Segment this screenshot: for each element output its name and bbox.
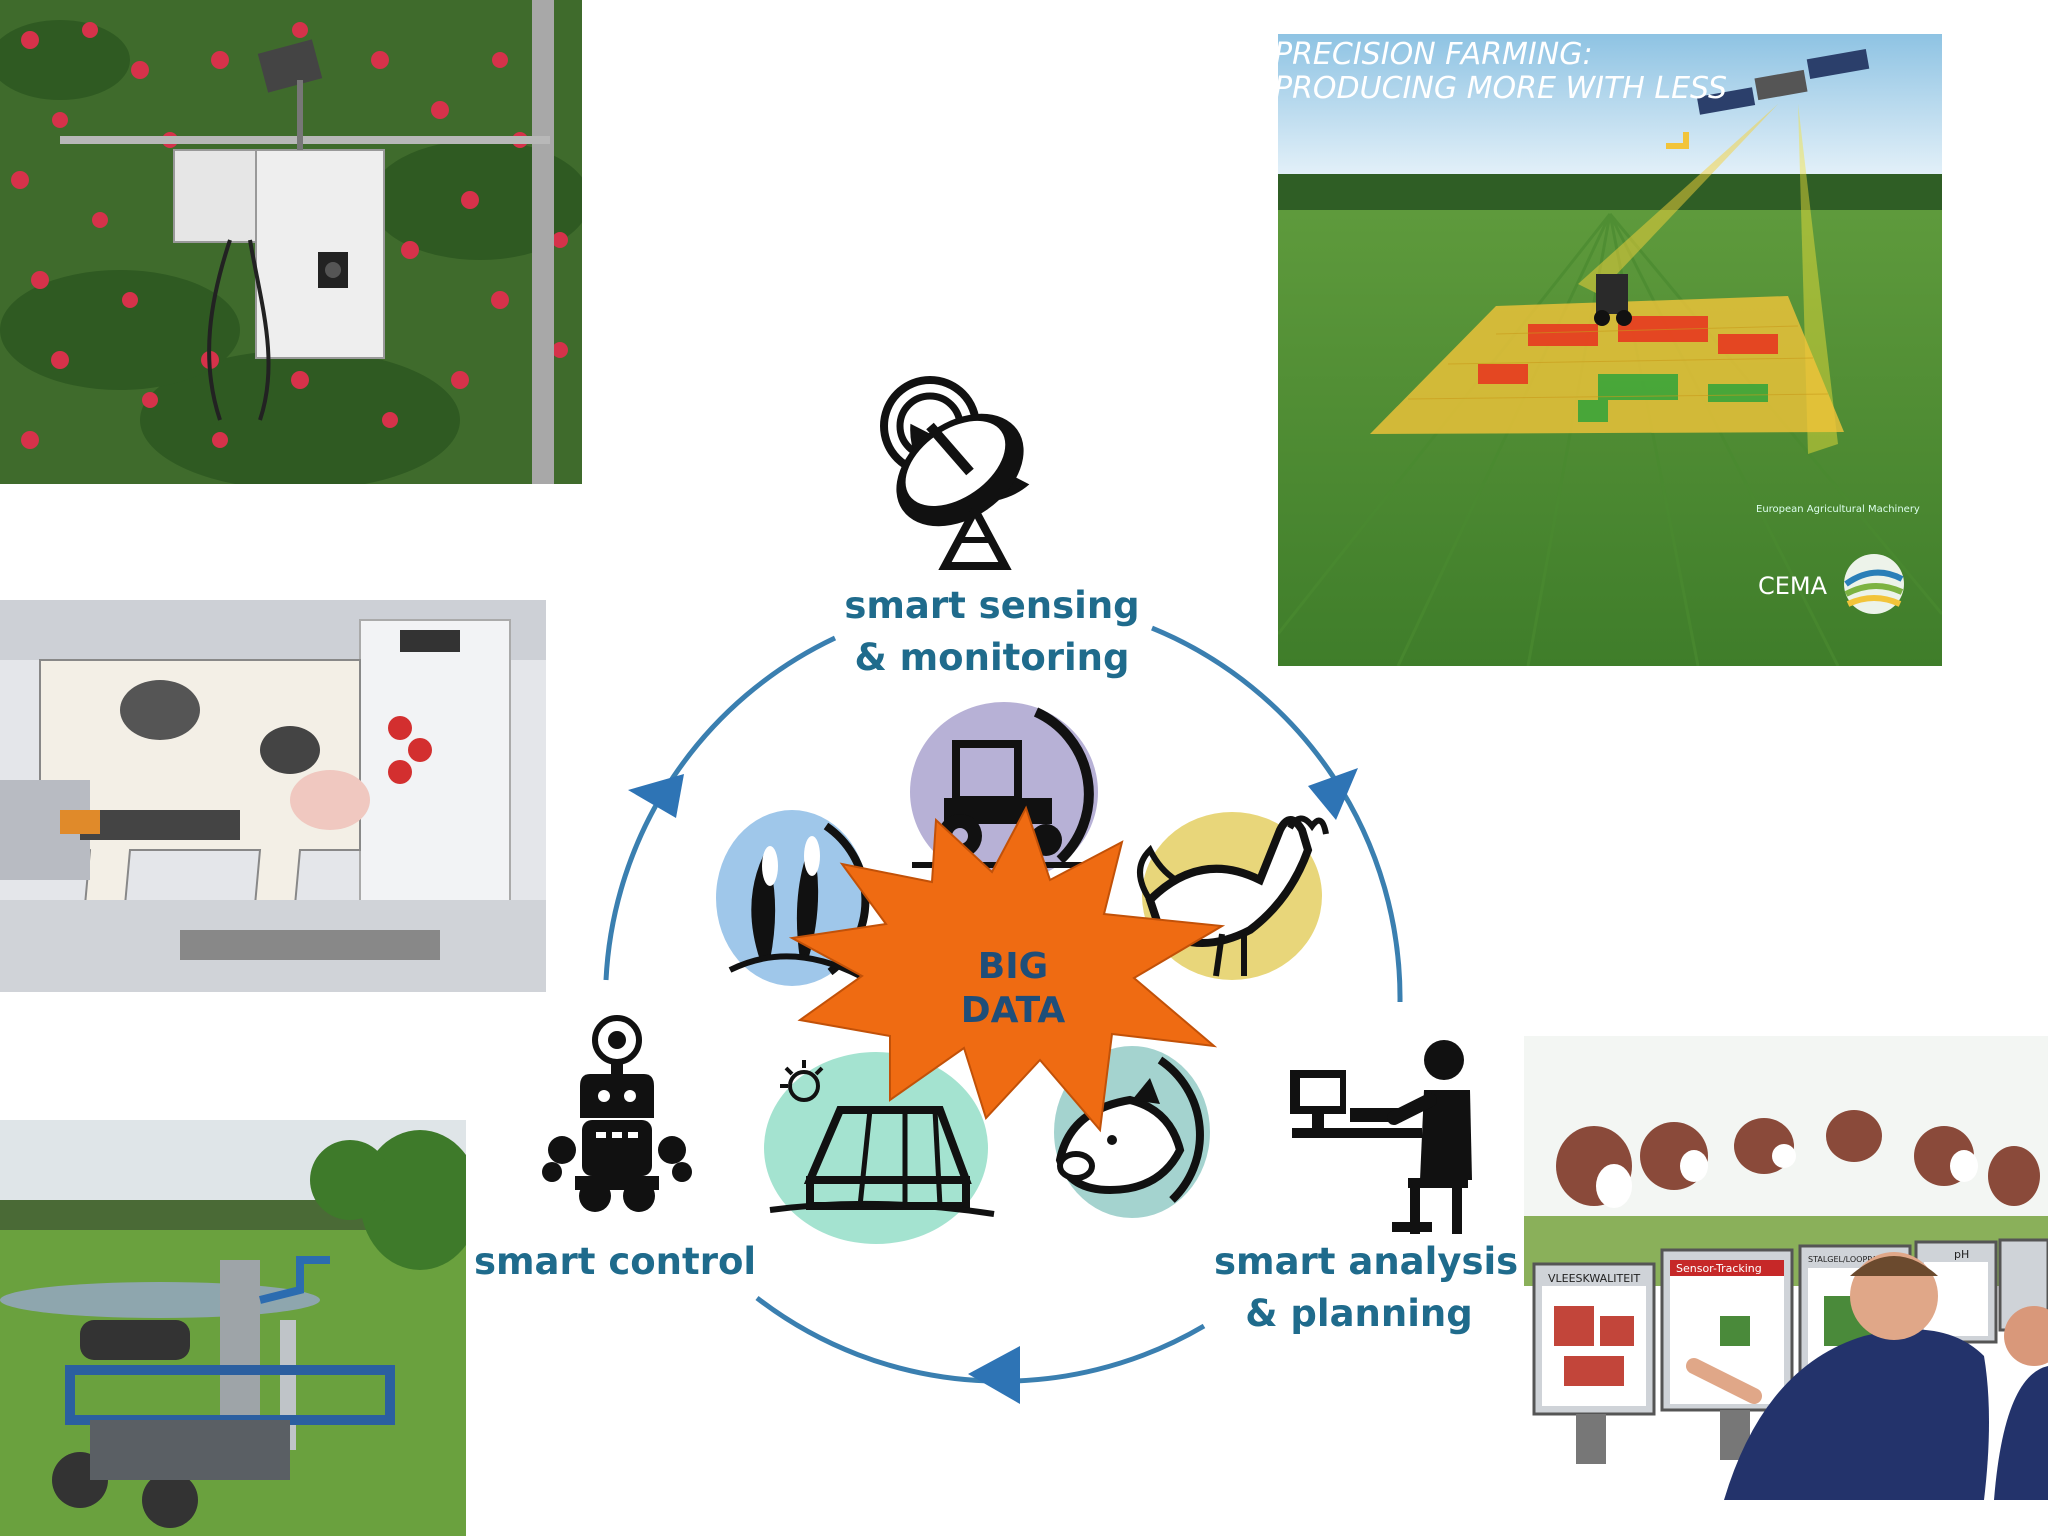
cema-logo-text: CEMA (1758, 572, 1828, 600)
photo-field-robot (0, 1120, 466, 1536)
label-smart-control-line1: smart control (473, 1240, 757, 1283)
label-smart-control: smart control (470, 1236, 760, 1288)
cema-subtext: European Agricultural Machinery (1756, 504, 1920, 515)
label-smart-analysis-line2: & planning (1245, 1292, 1473, 1335)
photo-analysis-monitors: VLEESKWALITEIT Sensor-Tracking STALGEL/L… (1524, 1036, 2048, 1500)
precision-farming-title-line1: PRECISION FARMING: (1278, 37, 1593, 72)
photo-milking-robot (0, 600, 546, 992)
computer-worker-icon (1290, 1040, 1472, 1234)
label-smart-analysis-line1: smart analysis (1214, 1240, 1519, 1283)
chicken-icon (1137, 812, 1329, 980)
label-smart-sensing-line2: & monitoring (854, 636, 1130, 679)
satellite-dish-icon (880, 376, 1030, 570)
arrowhead-upper-right (1308, 768, 1358, 820)
precision-farming-title-line2: PRODUCING MORE WITH LESS (1278, 71, 1727, 106)
big-data-line1: BIG (978, 946, 1048, 987)
monitor-label-2: Sensor-Tracking (1676, 1262, 1762, 1275)
photo-precision-farming: PRECISION FARMING: PRODUCING MORE WITH L… (1278, 34, 1942, 666)
arrowhead-bottom (968, 1346, 1020, 1404)
arrowhead-upper-left (628, 774, 684, 818)
label-smart-sensing: smart sensing & monitoring (836, 580, 1148, 684)
photo-greenhouse-sensor (0, 0, 582, 484)
label-smart-sensing-line1: smart sensing (844, 584, 1140, 627)
robot-icon (542, 1015, 692, 1212)
monitor-label-1: VLEESKWALITEIT (1548, 1272, 1640, 1285)
monitor-label-4: pH (1954, 1248, 1969, 1261)
big-data-line2: DATA (961, 990, 1066, 1031)
greenhouse-icon (764, 1052, 995, 1244)
cycle-arc-bottom (755, 1296, 1206, 1384)
big-data-burst: BIG DATA (788, 805, 1226, 1133)
monitor-label-3: STALGEL/LOOPPATROON (1808, 1255, 1905, 1264)
cema-logo-icon (1844, 554, 1904, 614)
label-smart-analysis: smart analysis & planning (1214, 1236, 1519, 1340)
